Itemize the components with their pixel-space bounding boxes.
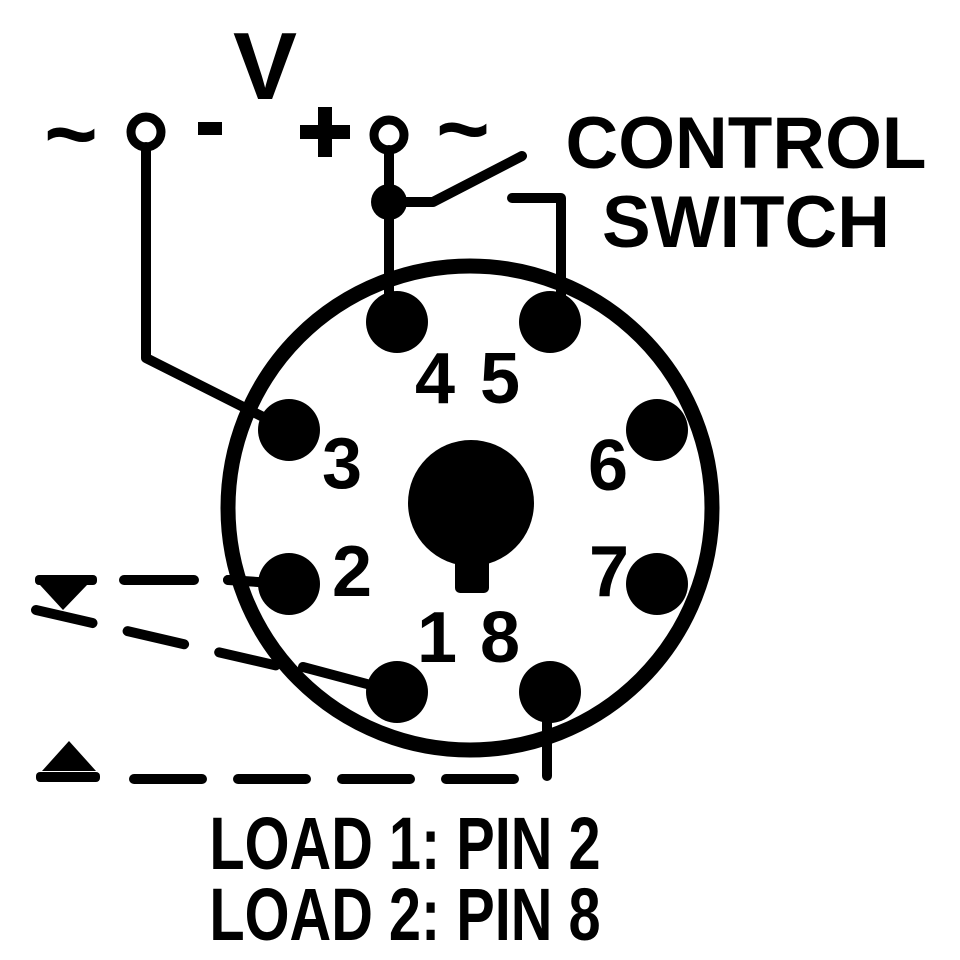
wire-junction-dot	[371, 184, 407, 220]
pin-8-hole	[519, 661, 581, 723]
load1-dashed-line-to-pin1	[31, 605, 305, 676]
pin-label-4: 4	[415, 339, 455, 419]
plus-symbol	[300, 107, 350, 157]
load2-arrow-symbol	[36, 741, 100, 782]
legend-load2: LOAD 2: PIN 8	[209, 874, 600, 957]
pin-label-8: 8	[480, 598, 520, 678]
pin-4-hole	[366, 291, 428, 353]
pin-6-hole	[626, 399, 688, 461]
center-keyway-post	[408, 440, 534, 593]
pin-label-6: 6	[588, 426, 628, 506]
pin-label-1: 1	[417, 598, 457, 678]
control-switch-label-line2: SWITCH	[602, 182, 890, 263]
ac-symbol-right: ~	[436, 78, 490, 180]
pin-label-3: 3	[322, 424, 362, 504]
socket-outline	[220, 258, 720, 758]
pin-2-hole	[258, 553, 320, 615]
pin-label-2: 2	[332, 532, 372, 612]
minus-symbol	[198, 122, 222, 135]
control-switch-label-line1: CONTROL	[566, 103, 927, 184]
voltage-label: V	[233, 13, 297, 120]
pin-5-hole	[519, 291, 581, 353]
ac-symbol-left: ~	[44, 83, 98, 185]
pin-7-hole	[626, 553, 688, 615]
pin-label-5: 5	[480, 339, 520, 419]
pin-1-hole	[366, 661, 428, 723]
pin-label-7: 7	[589, 532, 629, 612]
wire-left-to-pin3	[141, 142, 294, 435]
load1-arrow-symbol	[35, 575, 97, 610]
legend-load1: LOAD 1: PIN 2	[209, 803, 600, 886]
pin-3-hole	[258, 399, 320, 461]
